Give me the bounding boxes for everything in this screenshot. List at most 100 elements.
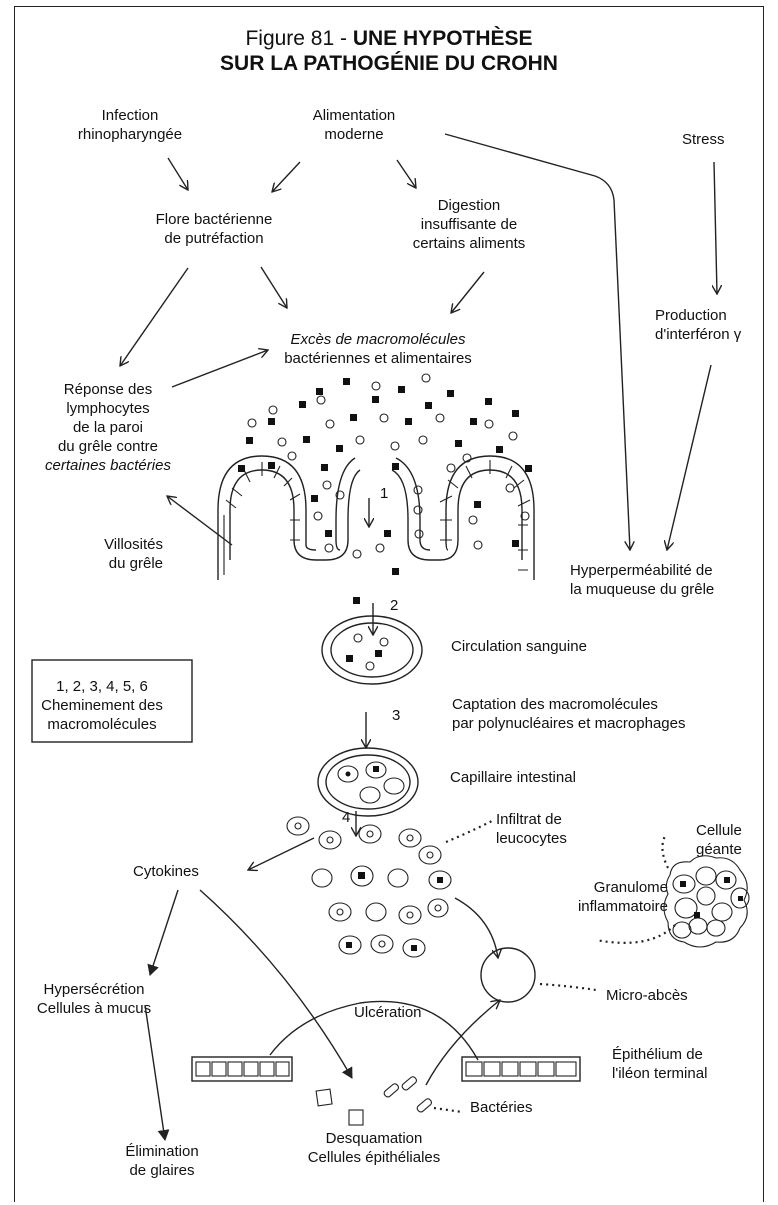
arrow-infiltrat-microabces: [454, 897, 498, 958]
label-line: Infiltrat de: [496, 811, 562, 828]
infiltrat-pointer: [445, 819, 495, 844]
step-number-4: 4: [342, 809, 350, 826]
step-number-1: 1: [380, 485, 388, 502]
label-line: Desquamation: [326, 1130, 423, 1147]
label-line: moderne: [324, 126, 383, 143]
label-line: la muqueuse du grêle: [570, 581, 714, 598]
label-line: Flore bactérienne: [156, 211, 273, 228]
desquamated-cells: [315, 1088, 364, 1126]
cellule-geante-pointer: [661, 833, 669, 869]
label-line: Production: [655, 307, 727, 324]
label-line: Ulcération: [354, 1004, 422, 1021]
label-line: Hyperperméabilité de: [570, 562, 713, 579]
bacteries-pointer: [433, 1106, 463, 1114]
granulome-pointer: [595, 924, 676, 944]
arrow-alimentation-flore: [272, 161, 301, 192]
arrow-flore-reponse: [120, 267, 189, 366]
label-line: Excès de macromolécules: [290, 331, 466, 348]
arrow-hypersecretion-elimination: [144, 1004, 170, 1141]
node-labels: Infection rhinopharyngée Alimentation mode…: [37, 107, 742, 1179]
blood-vessel: [321, 615, 423, 685]
intestinal-villi: [217, 455, 535, 580]
label-line: Réponse des: [64, 381, 152, 398]
label-line: de putréfaction: [164, 230, 263, 247]
arrow-digestion-exces: [451, 271, 485, 313]
label-line: du grêle contre: [58, 438, 158, 455]
figure-title-sub: SUR LA PATHOGÉNIE DU CROHN: [220, 52, 558, 75]
arrow-alimentation-digestion: [396, 159, 416, 188]
arrow-alimentation-hyperpermeabilite: [444, 133, 630, 550]
label-line: du grêle: [109, 555, 163, 572]
label-line: Épithélium de: [612, 1046, 703, 1063]
step-number-2: 2: [390, 597, 398, 614]
label-line: Élimination: [125, 1143, 198, 1160]
arrow-bacteries-microabces: [425, 1000, 500, 1086]
label-line: Cellules à mucus: [37, 1000, 151, 1017]
label-line: certains aliments: [413, 235, 526, 252]
label-infection: Infection rhinopharyngée: [78, 107, 182, 143]
label-line: certaines bactéries: [45, 457, 171, 474]
arrow-villosites-reponse: [167, 496, 233, 546]
micro-abscess: [480, 947, 536, 1003]
micro-abces-pointer: [539, 982, 597, 992]
label-capillaire: Capillaire intestinal: [450, 769, 576, 786]
label-line: Infection: [102, 107, 159, 124]
label-line: rhinopharyngée: [78, 126, 182, 143]
arrow-leucocytes-cytokines: [248, 837, 315, 870]
label-line: Alimentation: [313, 107, 396, 124]
label-stress: Stress: [682, 131, 725, 148]
label-circulation: Circulation sanguine: [451, 638, 587, 655]
epithelium-band-right: [461, 1056, 581, 1082]
label-line: Bactéries: [470, 1099, 533, 1116]
label-line: macromolécules: [47, 716, 156, 733]
label-line: Micro-abcès: [606, 987, 688, 1004]
label-micro-abces: Micro-abcès: [606, 987, 688, 1004]
arrow-stress-production: [714, 161, 717, 294]
label-flore: Flore bactérienne de putréfaction: [156, 211, 273, 247]
arrow-flore-exces: [260, 266, 287, 308]
label-alimentation: Alimentation moderne: [313, 107, 396, 143]
figure-number: Figure 81 -: [245, 27, 347, 50]
figure-title-line1: Figure 81 - UNE HYPOTHÈSE: [0, 26, 778, 51]
label-line: Cellule: [696, 822, 742, 839]
label-line: Cytokines: [133, 863, 199, 880]
label-line: par polynucléaires et macrophages: [452, 715, 685, 732]
label-line: Cheminement des: [41, 697, 163, 714]
label-line: Captation des macromolécules: [452, 696, 658, 713]
figure-title-main: UNE HYPOTHÈSE: [352, 27, 533, 50]
label-elimination: Élimination de glaires: [125, 1143, 198, 1179]
arrow-reponse-exces: [171, 350, 268, 388]
label-line: lymphocytes: [66, 400, 149, 417]
label-line: l'iléon terminal: [612, 1065, 707, 1082]
label-exces: Excès de macromolécules bactériennes et a…: [284, 331, 472, 367]
label-epithelium: Épithélium de l'iléon terminal: [612, 1046, 707, 1082]
label-line: d'interféron γ: [655, 326, 742, 343]
label-production: Production d'interféron γ: [655, 307, 742, 343]
label-line: géante: [696, 841, 742, 858]
legend-box: [31, 659, 193, 743]
label-line: bactériennes et alimentaires: [284, 350, 472, 367]
label-cytokines: Cytokines: [133, 863, 199, 880]
macromolecules: [238, 373, 532, 604]
label-ulceration: Ulcération: [354, 1004, 422, 1021]
label-line: de glaires: [129, 1162, 194, 1179]
arrow-production-hyperpermeabilite: [667, 364, 712, 550]
ulceration-curve: [269, 1000, 479, 1061]
label-line: Capillaire intestinal: [450, 769, 576, 786]
step-number-3: 3: [392, 707, 400, 724]
epithelium-band-left: [191, 1056, 293, 1082]
label-line: Digestion: [438, 197, 501, 214]
label-line: inflammatoire: [578, 898, 668, 915]
label-bacteries: Bactéries: [470, 1099, 533, 1116]
flow-arrows: [120, 133, 717, 1141]
label-line: leucocytes: [496, 830, 567, 847]
label-hyperpermeabilite: Hyperperméabilité de la muqueuse du grêle: [570, 562, 714, 598]
